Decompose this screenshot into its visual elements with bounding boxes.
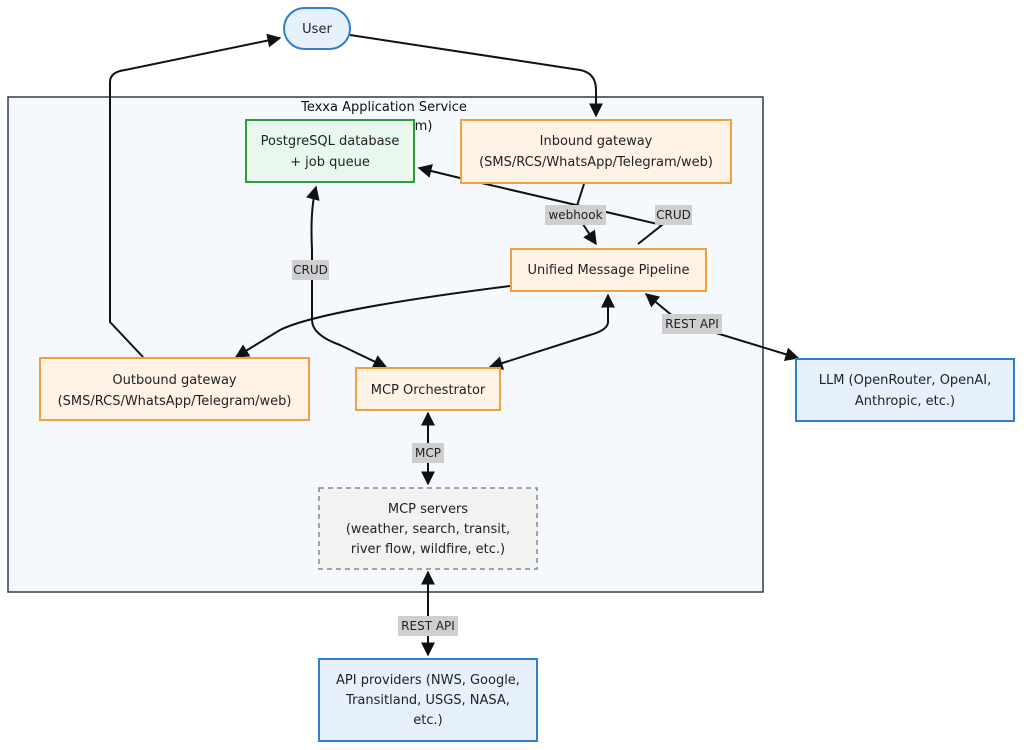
node-user: User	[283, 7, 351, 50]
svg-text:API providers (NWS, Google,: API providers (NWS, Google,	[336, 673, 520, 688]
svg-text:MCP servers: MCP servers	[388, 502, 468, 517]
edge-outbound-user	[109, 33, 282, 358]
svg-text:PostgreSQL database: PostgreSQL database	[261, 134, 400, 149]
svg-text:REST API: REST API	[665, 317, 719, 331]
svg-text:webhook: webhook	[548, 208, 602, 222]
container-title-fragment: rm)	[410, 119, 433, 134]
svg-text:Outbound gateway: Outbound gateway	[112, 373, 237, 388]
node-postgres: PostgreSQL database + job queue	[245, 119, 415, 183]
svg-text:Transitland, USGS, NASA,: Transitland, USGS, NASA,	[345, 693, 510, 708]
node-outbound-gateway: Outbound gateway (SMS/RCS/WhatsApp/Teleg…	[39, 357, 310, 421]
svg-text:MCP Orchestrator: MCP Orchestrator	[371, 383, 486, 398]
svg-text:etc.): etc.)	[413, 713, 442, 728]
edge-user-inbound	[349, 34, 603, 118]
svg-text:User: User	[302, 22, 332, 37]
node-api-providers: API providers (NWS, Google, Transitland,…	[318, 658, 538, 742]
svg-text:Anthropic, etc.): Anthropic, etc.)	[855, 394, 955, 409]
edge-label-crud-orchestrator: CRUD	[292, 260, 329, 280]
svg-text:(SMS/RCS/WhatsApp/Telegram/web: (SMS/RCS/WhatsApp/Telegram/web)	[479, 155, 713, 170]
svg-text:CRUD: CRUD	[293, 263, 328, 277]
edge-label-rest-api-providers: REST API	[398, 616, 458, 636]
edge-label-webhook: webhook	[545, 205, 606, 225]
node-inbound-gateway: Inbound gateway (SMS/RCS/WhatsApp/Telegr…	[460, 119, 732, 184]
edge-orchestrator-postgres	[306, 185, 388, 368]
edge-label-crud-inbound: CRUD	[655, 205, 692, 225]
svg-text:REST API: REST API	[401, 619, 455, 633]
svg-text:+ job queue: + job queue	[290, 155, 370, 170]
svg-text:(weather, search, transit,: (weather, search, transit,	[346, 522, 510, 537]
svg-text:river flow, wildfire, etc.): river flow, wildfire, etc.)	[351, 542, 505, 557]
svg-text:(SMS/RCS/WhatsApp/Telegram/web: (SMS/RCS/WhatsApp/Telegram/web)	[58, 394, 292, 409]
svg-text:CRUD: CRUD	[656, 208, 691, 222]
svg-text:Inbound gateway: Inbound gateway	[540, 134, 653, 149]
node-mcp-orchestrator: MCP Orchestrator	[355, 367, 501, 411]
edge-pipeline-postgres	[417, 164, 665, 245]
svg-text:MCP: MCP	[415, 446, 441, 460]
container-title: Texxa Application Service	[300, 100, 467, 115]
node-mcp-servers: MCP servers (weather, search, transit, r…	[318, 487, 538, 570]
node-pipeline: Unified Message Pipeline	[510, 248, 707, 292]
edge-label-rest-api-llm: REST API	[662, 314, 722, 334]
node-llm: LLM (OpenRouter, OpenAI, Anthropic, etc.…	[795, 358, 1015, 422]
svg-text:Unified Message Pipeline: Unified Message Pipeline	[528, 263, 690, 278]
edge-label-mcp: MCP	[412, 443, 444, 463]
edge-pipeline-orchestrator	[488, 293, 615, 370]
svg-text:LLM (OpenRouter, OpenAI,: LLM (OpenRouter, OpenAI,	[819, 373, 992, 388]
